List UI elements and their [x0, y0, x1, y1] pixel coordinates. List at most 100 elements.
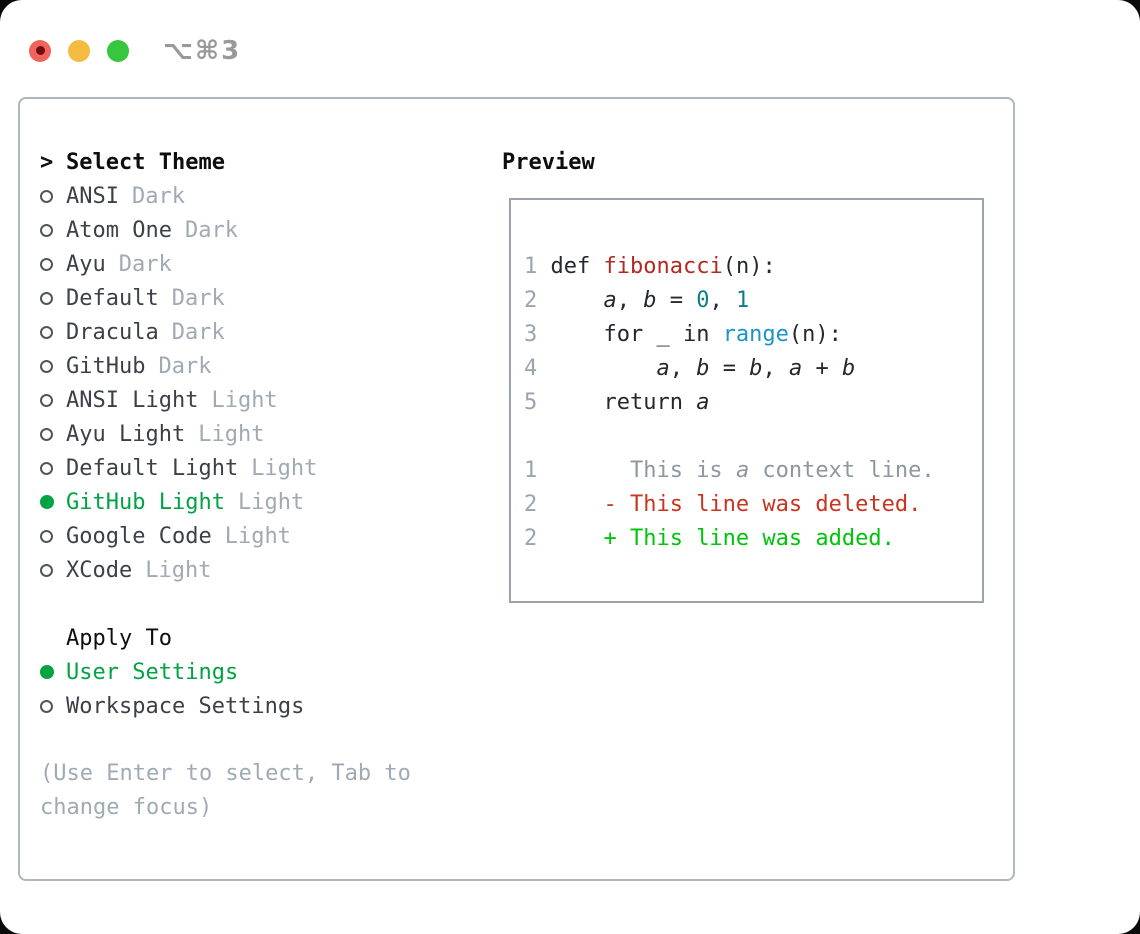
- line-number: 1: [524, 253, 538, 279]
- theme-variant: Light: [145, 557, 212, 583]
- window-title: ⌥⌘3: [163, 35, 242, 66]
- apply-to-option-label: User Settings: [66, 659, 239, 685]
- code-line: [524, 419, 982, 453]
- spacer: [40, 723, 502, 757]
- code-token: (n):: [722, 253, 776, 279]
- radio-unselected-icon: [40, 189, 66, 203]
- code-line: 3 for _ in range(n):: [524, 317, 982, 351]
- code-token: [537, 288, 603, 313]
- radio-unselected-icon: [40, 427, 66, 441]
- code-token: context line.: [749, 457, 935, 483]
- code-line: 4 a, b = b, a + b: [524, 351, 982, 385]
- apply-to-option[interactable]: Workspace Settings: [40, 689, 502, 723]
- radio-unselected-icon: [40, 223, 66, 237]
- select-theme-title: Select Theme: [66, 149, 225, 175]
- code-token: a: [603, 287, 617, 313]
- code-line: 5 return a: [524, 385, 982, 419]
- theme-name: GitHub Light: [66, 489, 225, 515]
- code-token: a: [788, 355, 803, 381]
- code-token: a: [656, 355, 670, 381]
- theme-name: ANSI: [66, 183, 119, 209]
- code-token: 1: [735, 287, 750, 313]
- code-token: 0: [696, 287, 710, 313]
- theme-variant: Dark: [171, 285, 225, 311]
- code-token: def: [537, 253, 604, 279]
- theme-variant: Dark: [171, 319, 225, 345]
- apply-to-header: Apply To: [40, 621, 502, 655]
- theme-variant: Light: [224, 523, 291, 549]
- theme-item[interactable]: Dracula Dark: [40, 315, 502, 349]
- code-token: b: [696, 355, 710, 381]
- line-number: 2: [524, 525, 538, 551]
- theme-item[interactable]: Default Dark: [40, 281, 502, 315]
- theme-variant: Light: [211, 387, 278, 413]
- theme-item[interactable]: ANSI Dark: [40, 179, 502, 213]
- close-dot-icon: [35, 46, 45, 55]
- theme-variant: Dark: [158, 353, 212, 379]
- theme-variant: Light: [251, 455, 318, 481]
- code-token: a: [735, 457, 750, 483]
- theme-name: Default Light: [66, 455, 239, 481]
- line-number: 2: [524, 491, 538, 517]
- code-token: This is: [537, 457, 736, 483]
- prompt-caret-icon: >: [40, 149, 54, 175]
- code-token: ,: [616, 287, 644, 313]
- code-line: 2 + This line was added.: [524, 521, 982, 555]
- select-theme-header: > Select Theme: [40, 145, 502, 179]
- theme-name: Google Code: [66, 523, 212, 549]
- code-token: - This line was deleted.: [537, 491, 922, 517]
- radio-unselected-icon: [40, 461, 66, 475]
- radio-selected-icon: [40, 665, 66, 679]
- spacer: [40, 587, 502, 621]
- hint-text: (Use Enter to select, Tab to change focu…: [40, 761, 411, 820]
- code-token: + This line was added.: [537, 525, 895, 551]
- radio-unselected-icon: [40, 359, 66, 373]
- preview-header: Preview: [502, 145, 1013, 179]
- theme-item[interactable]: ANSI Light Light: [40, 383, 502, 417]
- preview-box: 1 def fibonacci(n): 2 a, b = 0, 1 3 for _ …: [509, 198, 984, 603]
- code-token: ,: [669, 355, 697, 381]
- apply-to-label: Apply To: [66, 625, 172, 651]
- code-token: b: [643, 287, 657, 313]
- minimize-button[interactable]: [68, 39, 90, 62]
- theme-item[interactable]: Default Light Light: [40, 451, 502, 485]
- titlebar: ⌥⌘3: [0, 0, 1140, 75]
- radio-unselected-icon: [40, 291, 66, 305]
- line-number: 3: [524, 321, 538, 347]
- radio-unselected-icon: [40, 257, 66, 271]
- theme-item[interactable]: GitHub Dark: [40, 349, 502, 383]
- theme-name: Default: [66, 285, 159, 311]
- code-token: =: [709, 355, 750, 381]
- theme-name: Dracula: [66, 319, 159, 345]
- zoom-button[interactable]: [107, 39, 129, 62]
- line-number: 5: [524, 389, 538, 415]
- apply-to-option[interactable]: User Settings: [40, 655, 502, 689]
- code-line: 2 - This line was deleted.: [524, 487, 982, 521]
- apply-to-option-label: Workspace Settings: [66, 693, 305, 719]
- radio-selected-icon: [40, 495, 66, 509]
- close-button[interactable]: [29, 39, 51, 62]
- theme-variant: Dark: [131, 183, 185, 209]
- theme-name: GitHub: [66, 353, 146, 379]
- code-token: b: [841, 355, 856, 381]
- theme-variant: Dark: [118, 251, 172, 277]
- theme-name: Atom One: [66, 217, 172, 243]
- code-token: [537, 356, 656, 381]
- code-token: range: [722, 321, 789, 347]
- radio-unselected-icon: [40, 325, 66, 339]
- theme-name: ANSI Light: [66, 387, 199, 413]
- code-token: fibonacci: [603, 253, 723, 279]
- theme-variant: Light: [198, 421, 265, 447]
- line-number: 2: [524, 287, 538, 313]
- code-line: 1 def fibonacci(n):: [524, 249, 982, 283]
- radio-unselected-icon: [40, 563, 66, 577]
- theme-item[interactable]: Ayu Dark: [40, 247, 502, 281]
- theme-name: Ayu: [66, 251, 106, 277]
- theme-item[interactable]: Google Code Light: [40, 519, 502, 553]
